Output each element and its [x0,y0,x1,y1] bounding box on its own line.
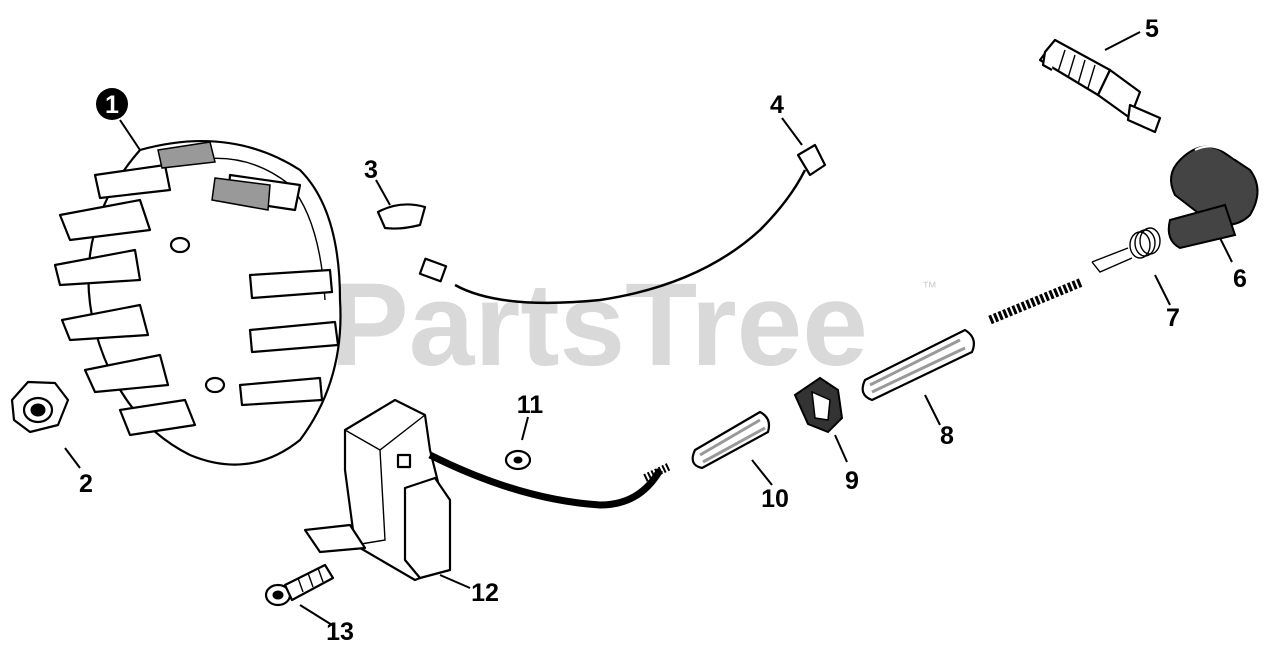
callout-9-label[interactable]: 9 [845,467,859,495]
callout-5-label[interactable]: 5 [1145,15,1159,43]
callout-4-label[interactable]: 4 [770,91,784,119]
callout-1-marker [96,88,128,120]
part-sleeve[interactable] [691,410,771,470]
callout-1[interactable]: 1 [96,88,128,120]
part-woodruff-key[interactable] [376,203,427,230]
leader-lines [64,31,1233,626]
part-ignition-lead-sleeve[interactable] [861,277,1084,402]
part-grommet[interactable] [793,376,844,434]
part-spring-terminal[interactable] [1091,227,1161,273]
callout-13-label[interactable]: 13 [326,618,354,646]
callout-8-label[interactable]: 8 [940,422,954,450]
part-flywheel-nut[interactable] [10,380,70,434]
watermark-text: PartsTree [330,259,868,391]
callout-10-label[interactable]: 10 [761,485,789,513]
part-ground-wire[interactable] [418,143,827,305]
callout-7-label[interactable]: 7 [1166,304,1180,332]
part-spark-plug[interactable] [1038,38,1162,134]
part-spark-plug-boot[interactable] [1167,145,1259,250]
callout-11-label[interactable]: 11 [517,391,544,419]
part-washer[interactable] [504,449,532,471]
part-flywheel[interactable] [53,139,342,466]
callouts: 1 2 3 4 5 6 7 8 9 10 11 12 13 [79,15,1247,646]
watermark-trademark: ™ [922,279,937,296]
part-ignition-coil[interactable] [303,398,672,582]
callout-2-label[interactable]: 2 [79,470,93,498]
watermark: PartsTree ™ [330,259,937,391]
part-mounting-screw[interactable] [264,563,335,607]
callout-12-label[interactable]: 12 [471,579,499,607]
callout-3-label[interactable]: 3 [364,156,378,184]
callout-1-label: 1 [105,91,119,119]
callout-6-label[interactable]: 6 [1233,265,1247,293]
